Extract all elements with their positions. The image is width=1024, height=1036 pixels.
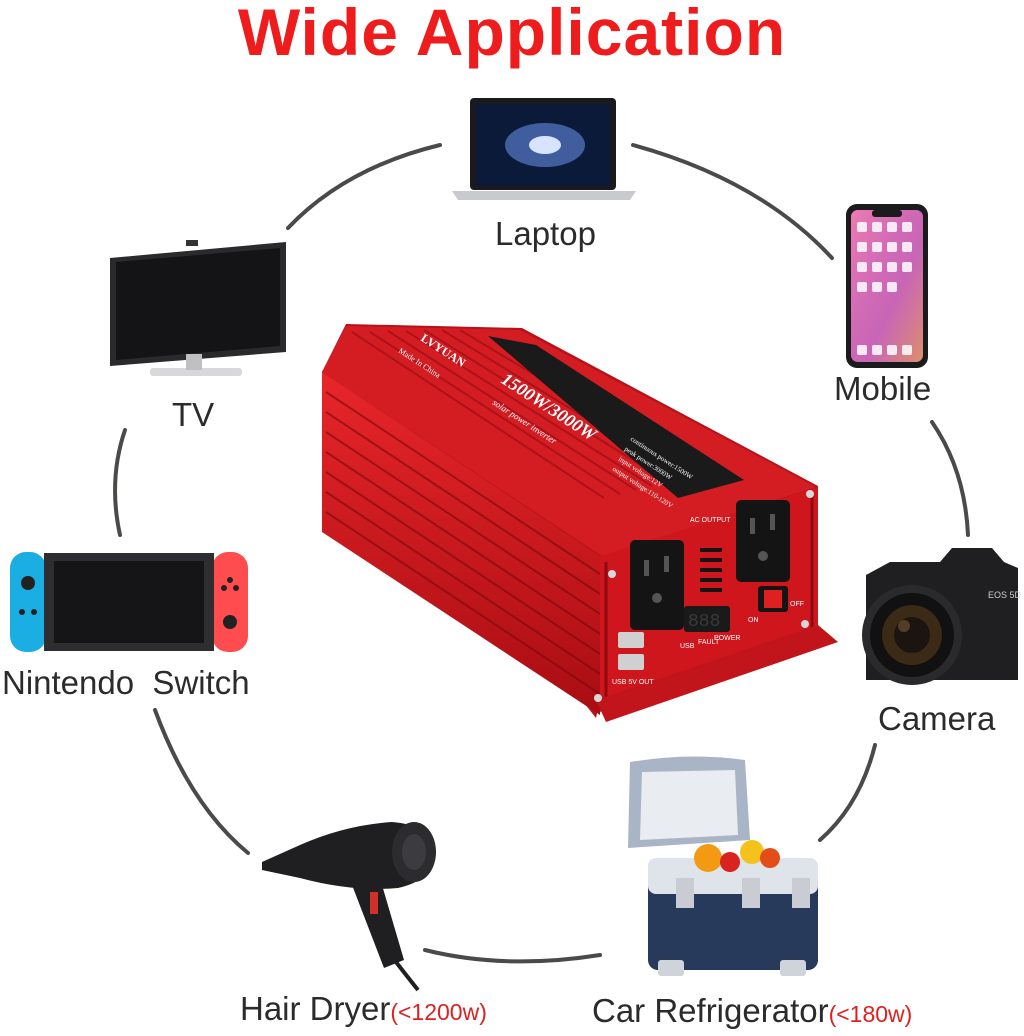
page-title: Wide Application	[237, 0, 787, 69]
power-inverter-image: 888 LVYUAN Made In China 1500W/3000W sol…	[322, 324, 838, 722]
usb-out-label: USB 5V OUT	[612, 679, 654, 686]
hair-dryer-label: Hair Dryer	[240, 990, 391, 1027]
hair-dryer-power-note: (<1200w)	[390, 999, 487, 1025]
car-refrigerator-icon	[628, 756, 818, 976]
on-label: ON	[748, 617, 759, 624]
mobile-label: Mobile	[834, 370, 932, 407]
connector-arcs	[113, 143, 970, 964]
hair-dryer-icon	[262, 822, 436, 992]
camera-label: Camera	[878, 700, 996, 737]
tv-label: TV	[172, 396, 215, 433]
car-refrigerator-power-note: (<180w)	[828, 1001, 913, 1027]
tv-icon	[110, 240, 286, 376]
nintendo-switch-icon	[10, 552, 248, 652]
inverter-display: 888	[688, 612, 720, 632]
camera-badge: EOS 5D	[988, 590, 1022, 600]
hair-dryer-caption: Hair Dryer(<1200w)	[240, 990, 487, 1028]
nintendo-switch-label: Nintendo Switch	[2, 664, 250, 701]
fault-led-label: FAULT	[698, 639, 720, 646]
usb-led-label: USB	[680, 643, 695, 650]
laptop-label: Laptop	[495, 215, 596, 252]
ac-output-label: AC OUTPUT	[690, 517, 731, 524]
car-refrigerator-label: Car Refrigerator	[592, 992, 829, 1029]
off-label: OFF	[790, 601, 804, 608]
car-refrigerator-caption: Car Refrigerator(<180w)	[592, 992, 912, 1030]
power-led-label: POWER	[714, 635, 740, 642]
camera-icon: EOS 5D	[862, 548, 1022, 685]
mobile-icon	[846, 204, 928, 368]
laptop-icon	[452, 98, 636, 200]
